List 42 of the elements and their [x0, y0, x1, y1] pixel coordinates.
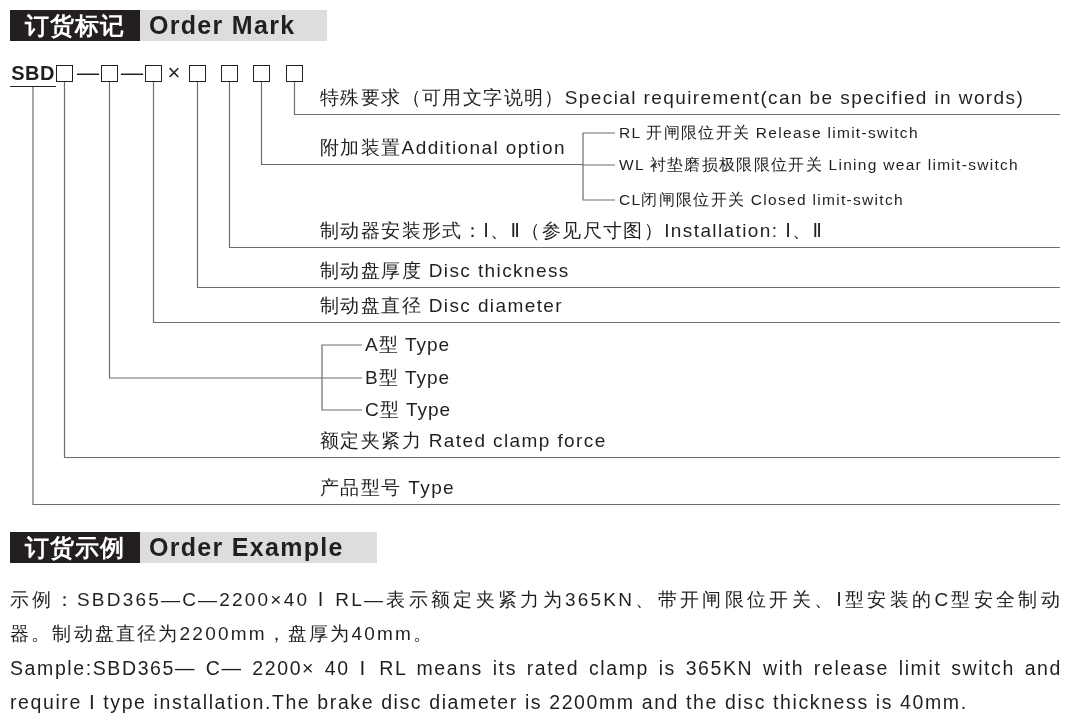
bracket-line — [321, 344, 363, 379]
multiplication-sign: × — [166, 62, 182, 84]
dash-separator: — — [120, 62, 144, 84]
option-text: CL闭闸限位开关 Closed limit-switch — [615, 189, 904, 211]
leader-line — [108, 81, 363, 379]
leader-line — [582, 132, 616, 166]
code-box — [253, 65, 270, 82]
leader-line — [582, 163, 616, 166]
leader-line — [63, 81, 313, 459]
leader-line — [582, 163, 616, 201]
leader-line — [293, 81, 313, 116]
heading-tab: 订货标记 — [10, 10, 140, 41]
heading-bar: Order Mark — [140, 10, 327, 41]
leader-line — [152, 81, 313, 324]
bracket-line — [321, 377, 363, 411]
code-description: 制动盘厚度 Disc thickness — [312, 259, 1060, 288]
heading-bar: Order Example — [140, 532, 377, 563]
dash-separator: — — [76, 62, 100, 84]
option-text: C型 Type — [362, 398, 452, 422]
example-text: Sample:SBD365— C— 2200× 40 Ⅰ RL means its rated clamp is 365KN with release limit switch and require Ⅰ type installation.The brake disc diameter is 2200mm and the disc thickness is 40mm. — [10, 656, 1062, 715]
code-box — [221, 65, 238, 82]
leader-line — [32, 86, 313, 506]
example-text: 示例：SBD365—C—2200×40 Ⅰ RL—表示额定夹紧力为365KN、带开闸限位开关、Ⅰ型安装的C型安全制动器。制动盘直径为2200mm，盘厚为40mm。 — [10, 588, 1062, 646]
code-box — [56, 65, 73, 82]
code-description: 特殊要求（可用文字说明）Special requirement(can be specified in words) — [312, 86, 1060, 115]
code-description: 制动盘直径 Disc diameter — [312, 294, 1060, 323]
code-description: 附加装置Additional option — [312, 136, 583, 165]
leader-line — [260, 81, 313, 166]
code-description: 制动器安装形式：Ⅰ、Ⅱ（参见尺寸图）Installation: Ⅰ、Ⅱ — [312, 219, 1060, 248]
option-text: WL 衬垫磨损极限限位开关 Lining wear limit-switch — [615, 154, 1020, 176]
code-box — [145, 65, 162, 82]
leader-line — [228, 81, 313, 249]
option-text: RL 开闸限位开关 Release limit-switch — [615, 122, 919, 144]
leader-line — [196, 81, 313, 289]
code-box — [101, 65, 118, 82]
heading-tab: 订货示例 — [10, 532, 140, 563]
option-text: A型 Type — [362, 333, 451, 357]
code-box — [286, 65, 303, 82]
option-text: B型 Type — [362, 366, 451, 390]
code-description: 产品型号 Type — [312, 476, 1060, 505]
code-description: 额定夹紧力 Rated clamp force — [312, 429, 1060, 458]
code-box — [189, 65, 206, 82]
